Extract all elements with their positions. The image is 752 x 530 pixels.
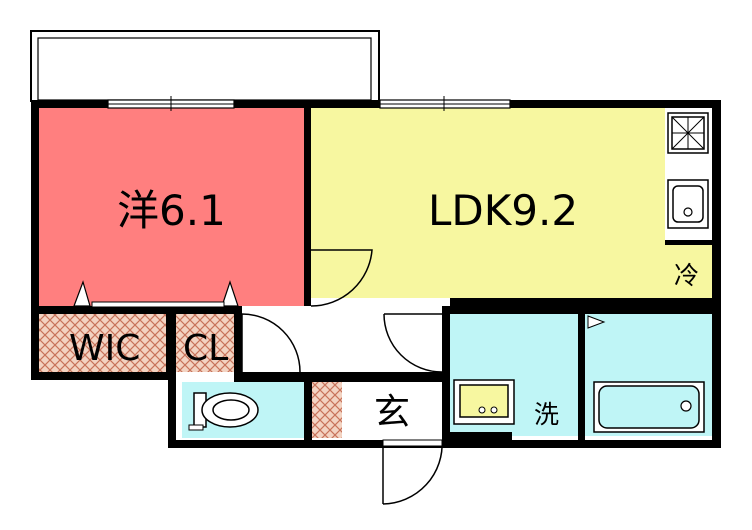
ldk-room-label: LDK9.2 <box>428 186 578 235</box>
washer-label: 洗 <box>534 400 559 429</box>
ldk-room <box>311 108 665 298</box>
western-room-label: 洋6.1 <box>117 186 226 235</box>
cl-label: CL <box>183 328 228 369</box>
bathtub-icon <box>587 315 705 433</box>
walls <box>31 100 721 448</box>
balcony <box>30 30 380 102</box>
stove-icon <box>667 112 709 154</box>
fridge-label: 冷 <box>674 261 699 290</box>
fridge-space <box>665 245 712 298</box>
window-icon <box>107 96 511 111</box>
wic-label: WIC <box>69 328 140 369</box>
kitchen-sink-icon <box>667 179 709 229</box>
wic-room <box>38 314 166 372</box>
entrance-floor <box>342 382 442 438</box>
closet-door-icon <box>73 280 239 308</box>
shoe-storage <box>312 382 342 438</box>
washbasin-icon <box>453 379 515 425</box>
cl-room <box>176 314 234 372</box>
western-room <box>38 108 304 306</box>
toilet-icon <box>188 392 259 431</box>
entrance-label: 玄 <box>374 392 410 433</box>
door-swing-icon <box>241 249 443 505</box>
